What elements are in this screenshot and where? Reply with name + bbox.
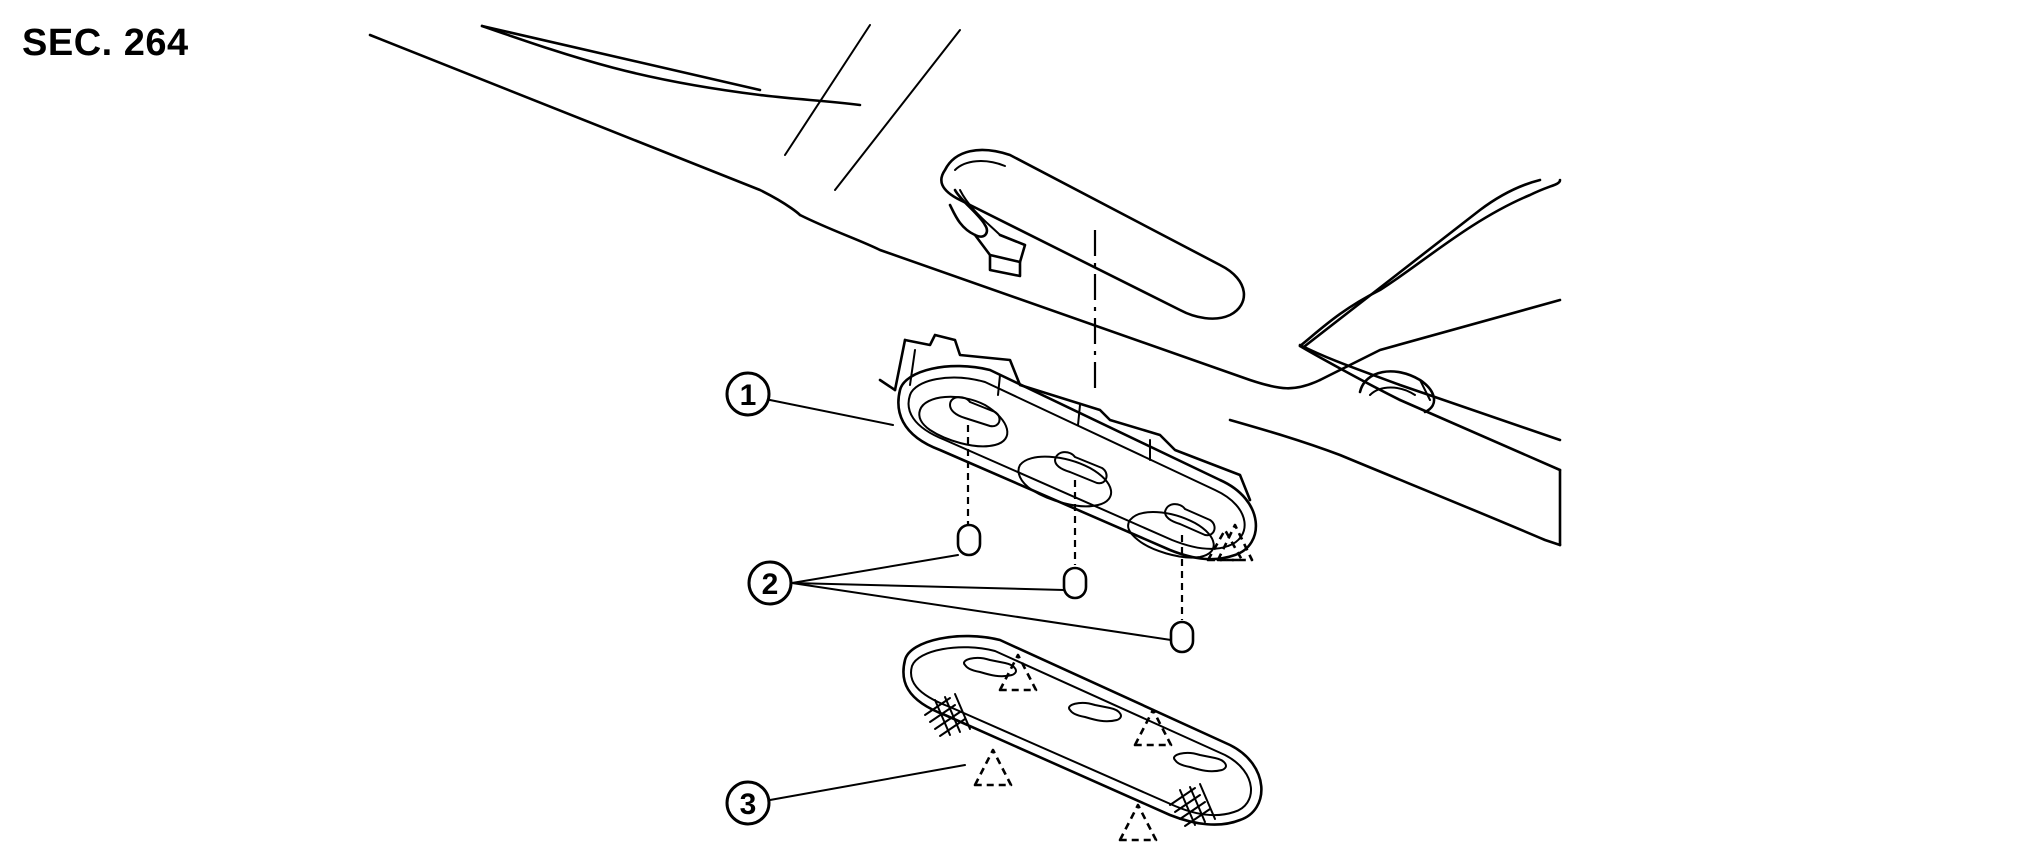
callout-1-label: 1 — [740, 379, 757, 412]
sun-visor — [940, 148, 1246, 320]
callout-1: 1 — [725, 371, 894, 426]
bulbs — [956, 425, 1195, 654]
callout-3: 3 — [725, 764, 966, 826]
lens-cover — [902, 634, 1263, 842]
callout-3-label: 3 — [740, 788, 757, 821]
section-label: SEC. 264 — [22, 22, 189, 64]
callout-2: 2 — [747, 554, 1172, 641]
roof-grip — [1358, 370, 1436, 414]
roof-headliner — [368, 24, 1562, 547]
map-lamp-housing — [878, 333, 1258, 562]
callout-2-label: 2 — [762, 568, 779, 601]
